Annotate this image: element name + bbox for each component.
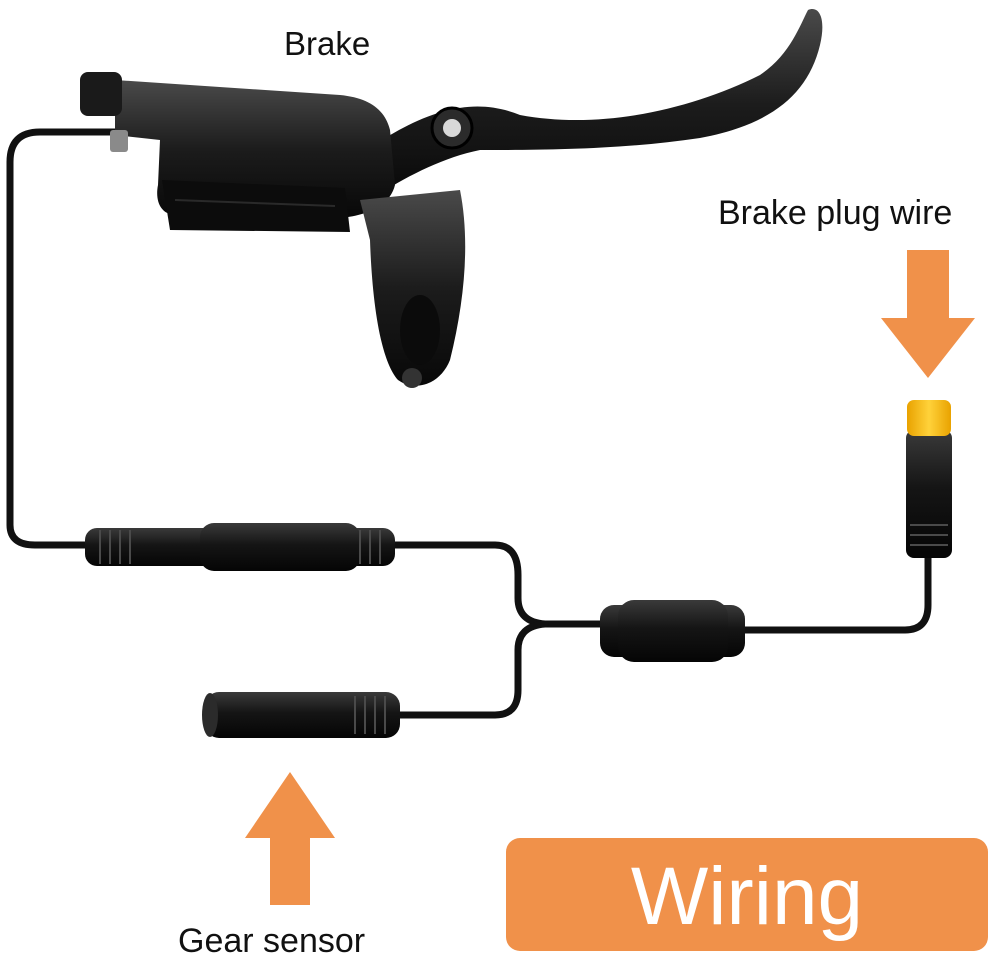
- cables: [6, 128, 932, 719]
- gear-sensor-connector: [202, 692, 400, 738]
- gear-sensor-label: Gear sensor: [178, 922, 366, 960]
- lever-blade: [345, 9, 823, 200]
- cable-to-plug: [736, 551, 932, 634]
- cable-lower-branch: [391, 620, 549, 719]
- reservoir-cap: [162, 180, 350, 232]
- cable-brake-to-connector: [6, 128, 122, 549]
- brake-end-knob: [80, 72, 122, 116]
- inline-connector: [85, 523, 395, 571]
- arrow-down-icon: [881, 250, 975, 378]
- arrow-up-icon: [245, 772, 335, 905]
- splitter-body: [600, 600, 745, 662]
- wiring-badge: Wiring: [506, 838, 988, 951]
- cable-upper-branch: [391, 541, 609, 628]
- brake-plug-connector: [906, 400, 952, 558]
- brake-label: Brake: [284, 25, 371, 62]
- wiring-title: Wiring: [630, 850, 864, 942]
- brake-plug-wire-label: Brake plug wire: [718, 194, 953, 232]
- brake-lever: [80, 9, 823, 388]
- plug-tip-yellow: [907, 400, 951, 436]
